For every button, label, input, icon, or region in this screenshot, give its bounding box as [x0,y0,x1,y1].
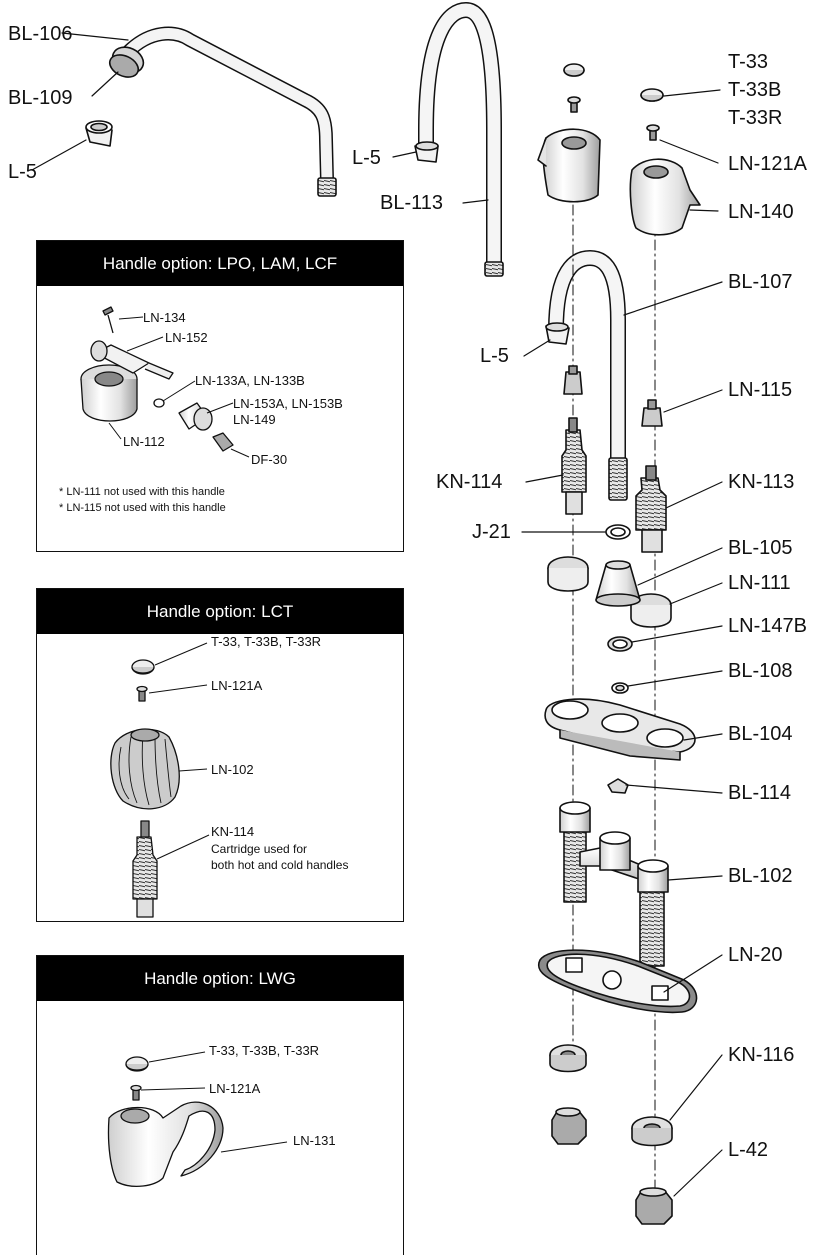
handle-option-lwg-box: Handle option: LWG T-33, T-33B, T-33R LN… [36,955,404,1255]
label-bl104: BL-104 [728,723,793,745]
label-ln147b: LN-147B [728,615,807,637]
handle-option-lct-box: Handle option: LCT [36,588,404,922]
label-ln115: LN-115 [728,379,793,401]
coupling-nut-l42 [551,1107,673,1225]
spout-bl106 [108,26,337,197]
lct-label-t33: T-33, T-33B, T-33R [211,634,322,649]
label-bl102: BL-102 [728,865,793,887]
gooseneck-bl113 [414,2,504,277]
label-t33b: T-33B [728,79,782,101]
lpo-note-2: * LN-115 not used with this handle [59,502,226,514]
baseplate-bl104 [544,698,696,761]
label-l5-a: L-5 [8,161,37,183]
label-l5-b: L-5 [352,147,381,169]
lpo-label-ln112: LN-112 [123,434,165,449]
box-title-lwg: Handle option: LWG [37,956,403,1001]
lct-handle-drawing [110,642,210,918]
lct-note-2: both hot and cold handles [211,858,349,872]
handle-stack-right [629,88,701,628]
lwg-handle-drawing [107,1051,288,1188]
label-t33: T-33 [728,51,769,73]
label-bl109: BL-109 [8,87,73,109]
handle-option-lpo-box: Handle option: LPO, LAM, LCF L [36,240,404,552]
label-bl105: BL-105 [728,537,793,559]
label-t33r: T-33R [728,107,783,129]
label-bl107: BL-107 [728,271,793,293]
lpo-label-ln149: LN-149 [233,412,276,427]
label-ln121a: LN-121A [728,153,807,175]
handle-stack-left [537,63,601,592]
lpo-label-ln153: LN-153A, LN-153B [233,396,343,411]
clip-bl114 [607,778,629,794]
lpo-label-ln152: LN-152 [165,330,208,345]
lpo-note-1: * LN-111 not used with this handle [59,486,225,498]
label-kn116: KN-116 [728,1044,795,1066]
label-ln140: LN-140 [728,201,794,223]
lpo-label-ln134: LN-134 [143,310,186,325]
label-ln20: LN-20 [728,944,783,966]
label-kn114: KN-114 [436,471,503,493]
lct-label-ln102: LN-102 [211,762,254,777]
lpo-label-ln133: LN-133A, LN-133B [195,373,305,388]
lct-label-kn114: KN-114 [211,824,255,839]
box-title-lpo: Handle option: LPO, LAM, LCF [37,241,403,286]
label-bl106: BL-106 [8,23,73,45]
aerator-l5-a [85,120,113,147]
label-ln111: LN-111 [728,572,791,594]
label-l42: L-42 [728,1139,769,1161]
lwg-label-ln131: LN-131 [293,1133,336,1148]
lpo-handle-drawing [80,306,250,458]
lct-label-ln121a: LN-121A [211,678,263,693]
gasket-ln20 [537,949,698,1014]
lwg-label-ln121a: LN-121A [209,1081,261,1096]
gooseneck-bl107 [545,250,628,501]
label-kn113: KN-113 [728,471,795,493]
locknut-kn116 [549,1044,673,1147]
label-bl114: BL-114 [728,782,792,804]
lwg-label-t33: T-33, T-33B, T-33R [209,1043,320,1058]
lpo-label-df30: DF-30 [251,452,288,467]
label-l5-c: L-5 [480,345,509,367]
label-bl113: BL-113 [380,192,444,214]
label-bl108: BL-108 [728,660,793,682]
valve-body-bl102 [559,801,669,967]
label-j21: J-21 [472,521,511,543]
lct-note-1: Cartridge used for [211,842,308,856]
box-title-lct: Handle option: LCT [37,589,403,634]
escutcheon-bl105 [595,560,641,607]
